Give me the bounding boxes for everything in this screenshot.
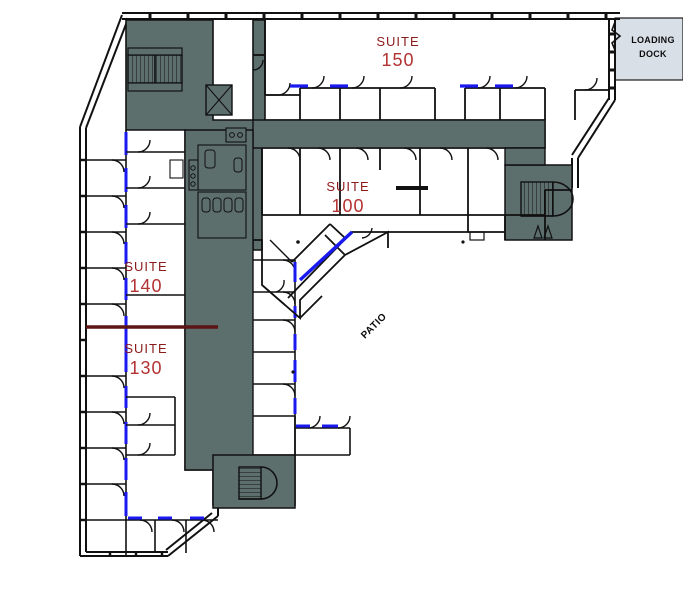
plan-dot: [291, 370, 295, 374]
doors-suite-150: [252, 59, 598, 96]
suite-labels: SUITE 150 SUITE 100 SUITE 140 SUITE 130: [124, 34, 419, 378]
suite-150-number: 150: [381, 50, 414, 70]
patio-window: [298, 230, 354, 282]
suite-100-number: 100: [331, 196, 364, 216]
corridor-walls: [253, 215, 505, 250]
suite-130-word: SUITE: [124, 341, 167, 356]
suite-100-partitions: [261, 148, 572, 241]
suite-150-word: SUITE: [376, 34, 419, 49]
windows-lower-core: [293, 262, 338, 428]
core-rooms: [188, 127, 247, 239]
inner-office-column: [126, 151, 185, 456]
plan-dot: [461, 240, 465, 244]
elevator-shaft: [205, 84, 233, 116]
suite-130-number: 130: [129, 358, 162, 378]
loading-dock-line-2: DOCK: [639, 49, 667, 59]
restroom-fixtures: [190, 149, 244, 213]
doors-suite-100: [287, 147, 499, 161]
doors-bottom-rooms: [139, 519, 215, 533]
stair-right: [520, 181, 574, 239]
suite-140-word: SUITE: [124, 259, 167, 274]
suite-140-number: 140: [129, 276, 162, 296]
doors-inner-column: [137, 139, 151, 456]
stair-upper-left: [127, 47, 183, 92]
plan-dot: [296, 240, 300, 244]
patio-doors: [275, 227, 373, 293]
suite-100-word: SUITE: [326, 179, 369, 194]
loading-dock-label: LOADING DOCK: [631, 35, 675, 59]
doors-left-offices: [111, 159, 125, 497]
loading-dock-line-1: LOADING: [631, 35, 675, 45]
stair-bottom: [238, 466, 278, 500]
